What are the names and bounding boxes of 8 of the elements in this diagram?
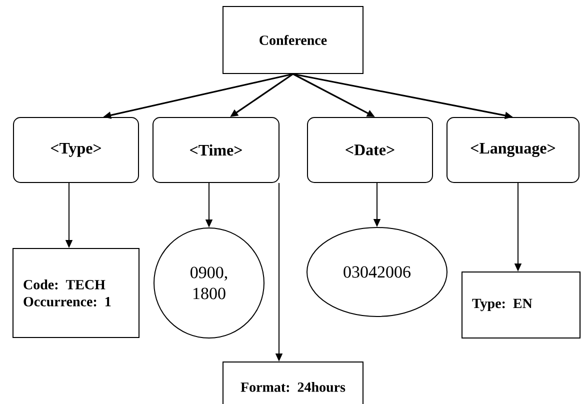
element-box: <Date>	[307, 117, 433, 183]
root-box: Conference	[222, 6, 364, 74]
attribute-box: Code: TECH Occurrence: 1	[12, 248, 140, 338]
attribute-box: Format: 24hours	[222, 361, 364, 404]
attribute-box: Type: EN	[462, 271, 580, 338]
element-box: <Type>	[13, 117, 139, 183]
element-box: <Time>	[152, 117, 280, 183]
element-box: <Language>	[446, 117, 580, 183]
